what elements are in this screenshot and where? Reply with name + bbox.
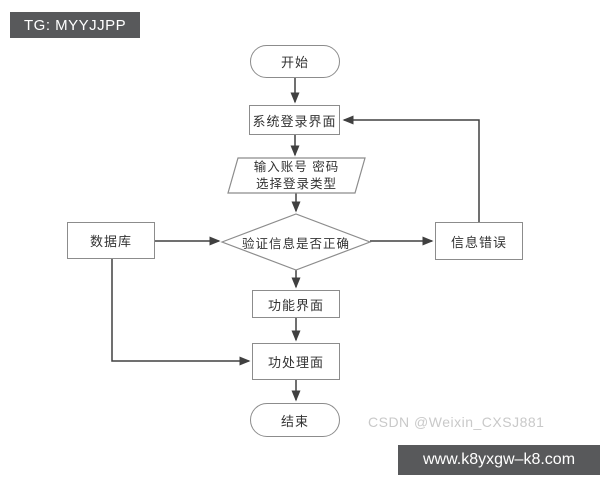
csdn-watermark: CSDN @Weixin_CXSJ881 bbox=[368, 414, 544, 430]
flow-node-function: 功能界面 bbox=[252, 290, 340, 318]
flow-node-verify-label: 验证信息是否正确 bbox=[241, 236, 350, 251]
flow-node-start-label: 开始 bbox=[280, 55, 309, 70]
flow-node-input-line1: 输入账号 密码 bbox=[253, 159, 340, 174]
edge-error-login-loop bbox=[342, 115, 480, 222]
flow-node-verify: 验证信息是否正确 bbox=[222, 228, 370, 256]
flow-node-handle: 功处理面 bbox=[252, 343, 340, 380]
flow-node-database: 数据库 bbox=[67, 222, 155, 259]
corner-badge: TG: MYYJJPP bbox=[10, 12, 141, 38]
io-shape-input bbox=[227, 157, 366, 194]
flow-node-input: 输入账号 密码 选择登录类型 bbox=[233, 158, 360, 193]
flow-node-error-label: 信息错误 bbox=[450, 234, 507, 250]
flow-node-login: 系统登录界面 bbox=[249, 105, 340, 135]
decision-shape-verify bbox=[220, 213, 372, 271]
flow-node-end-label: 结束 bbox=[280, 413, 309, 429]
csdn-watermark-text: CSDN @Weixin_CXSJ881 bbox=[368, 414, 545, 430]
edge-database-handle bbox=[111, 259, 251, 366]
flow-node-handle-label: 功处理面 bbox=[267, 355, 324, 370]
flow-node-end: 结束 bbox=[250, 403, 340, 437]
flow-node-error: 信息错误 bbox=[435, 222, 523, 260]
flow-node-start: 开始 bbox=[250, 45, 340, 78]
flow-node-input-line2: 选择登录类型 bbox=[255, 176, 337, 191]
footer-url-bar: www.k8yxgw–k8.com bbox=[398, 445, 600, 475]
corner-badge-text: TG: MYYJJPP bbox=[24, 16, 127, 34]
flow-node-database-label: 数据库 bbox=[89, 234, 132, 249]
footer-url-text: www.k8yxgw–k8.com bbox=[422, 451, 576, 468]
flow-node-login-label: 系统登录界面 bbox=[252, 113, 337, 129]
flow-node-function-label: 功能界面 bbox=[267, 297, 324, 313]
